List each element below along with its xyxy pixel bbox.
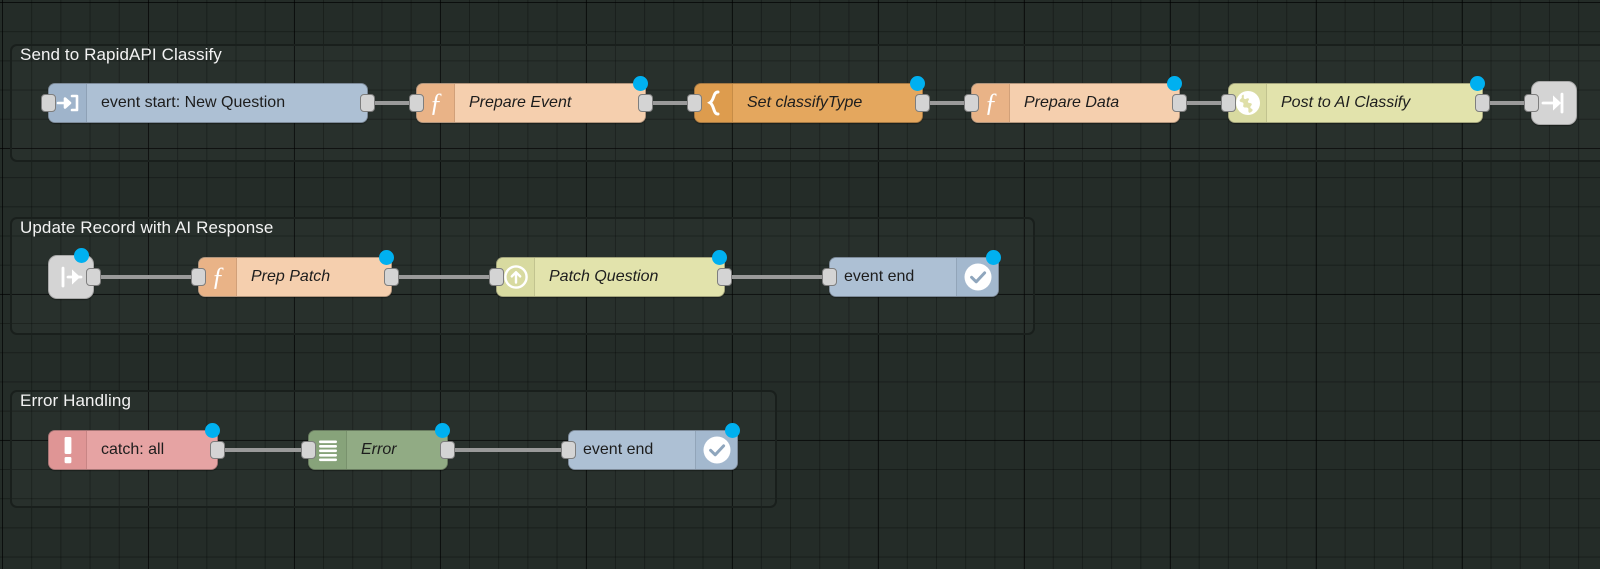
group-update-record-with-ai-response[interactable]: Update Record with AI Response — [10, 217, 1035, 335]
node-output-port[interactable] — [360, 94, 375, 112]
wire-eventstart-to-prepare-event[interactable] — [368, 101, 416, 105]
node-post-to-ai-classify[interactable]: Post to AI Classify — [1221, 76, 1490, 123]
node-label: event end — [830, 258, 956, 296]
node-label: catch: all — [87, 431, 217, 469]
svg-text:ƒ: ƒ — [211, 263, 224, 291]
node-status-dot — [205, 423, 220, 438]
node-label: event start: New Question — [87, 84, 367, 122]
node-status-dot — [910, 76, 925, 91]
link-out-icon — [1540, 90, 1568, 116]
node-input-port[interactable] — [822, 268, 837, 286]
node-label: Prepare Data — [1010, 84, 1179, 122]
node-status-dot — [712, 250, 727, 265]
node-status-dot — [986, 250, 1001, 265]
node-output-port[interactable] — [638, 94, 653, 112]
node-patch-question[interactable]: Patch Question — [489, 250, 732, 297]
wire-post-ai-classify-to-link-out[interactable] — [1483, 101, 1531, 105]
wire-catch-to-error[interactable] — [218, 448, 314, 452]
node-input-port[interactable] — [191, 268, 206, 286]
link-out-node-row1[interactable] — [1524, 81, 1577, 125]
check-circle-icon — [695, 431, 737, 469]
debug-lines-icon — [309, 431, 347, 469]
group-label: Send to RapidAPI Classify — [20, 45, 222, 64]
group-label: Update Record with AI Response — [20, 218, 274, 237]
wire-prepare-data-to-post-ai-classify[interactable] — [1180, 101, 1228, 105]
node-output-port[interactable] — [1172, 94, 1187, 112]
wire-patch-question-to-event-end[interactable] — [725, 275, 829, 279]
node-prep-patch[interactable]: ƒ Prep Patch — [191, 250, 399, 297]
group-label: Error Handling — [20, 391, 132, 410]
node-output-port[interactable] — [1475, 94, 1490, 112]
node-event-end-row2[interactable]: event end — [822, 250, 1001, 297]
node-output-port[interactable] — [440, 441, 455, 459]
node-output-port[interactable] — [210, 441, 225, 459]
node-label: Set classifyType — [733, 84, 922, 122]
arrow-up-circle-icon — [497, 258, 535, 296]
svg-text:ƒ: ƒ — [429, 89, 442, 117]
node-input-port[interactable] — [687, 94, 702, 112]
wire-set-classifytype-to-prepare-data[interactable] — [923, 101, 971, 105]
node-event-end-row3[interactable]: event end — [561, 423, 740, 470]
function-f-icon: ƒ — [972, 84, 1010, 122]
node-output-port[interactable] — [86, 268, 101, 286]
node-status-dot — [633, 76, 648, 91]
node-catch-all[interactable]: catch: all — [48, 423, 225, 470]
node-output-port[interactable] — [915, 94, 930, 112]
node-input-port[interactable] — [301, 441, 316, 459]
exclamation-icon — [49, 431, 87, 469]
node-input-port[interactable] — [409, 94, 424, 112]
node-input-port[interactable] — [1524, 94, 1539, 112]
node-label: Error — [347, 431, 447, 469]
node-label: Patch Question — [535, 258, 724, 296]
node-prepare-data[interactable]: ƒ Prepare Data — [964, 76, 1187, 123]
node-input-port[interactable] — [489, 268, 504, 286]
node-set-classifytype[interactable]: Set classifyType — [687, 76, 930, 123]
link-in-icon — [57, 264, 85, 290]
node-input-port[interactable] — [1221, 94, 1236, 112]
node-prepare-event[interactable]: ƒ Prepare Event — [409, 76, 653, 123]
node-label: Prepare Event — [455, 84, 645, 122]
node-status-dot — [435, 423, 450, 438]
node-label: Post to AI Classify — [1267, 84, 1482, 122]
node-status-dot — [1167, 76, 1182, 91]
svg-text:ƒ: ƒ — [984, 89, 997, 117]
wire-error-to-event-end[interactable] — [448, 448, 568, 452]
node-status-dot — [379, 250, 394, 265]
link-in-node-row2[interactable] — [48, 248, 101, 299]
node-event-start-new-question[interactable]: event start: New Question — [41, 83, 375, 123]
node-label: event end — [569, 431, 695, 469]
node-output-port[interactable] — [717, 268, 732, 286]
wire-prep-patch-to-patch-question[interactable] — [392, 275, 496, 279]
wire-link-in-to-prep-patch[interactable] — [94, 275, 198, 279]
node-output-port[interactable] — [384, 268, 399, 286]
node-status-dot — [1470, 76, 1485, 91]
group-error-handling[interactable]: Error Handling — [10, 390, 777, 508]
node-status-dot — [74, 248, 89, 263]
node-input-port[interactable] — [561, 441, 576, 459]
node-status-dot — [725, 423, 740, 438]
node-error-debug[interactable]: Error — [301, 423, 455, 470]
group-send-to-rapidapi-classify[interactable]: Send to RapidAPI Classify — [10, 44, 1600, 162]
node-input-port[interactable] — [964, 94, 979, 112]
node-label: Prep Patch — [237, 258, 391, 296]
node-input-port[interactable] — [41, 94, 56, 112]
wire-prepare-event-to-set-classifytype[interactable] — [646, 101, 694, 105]
